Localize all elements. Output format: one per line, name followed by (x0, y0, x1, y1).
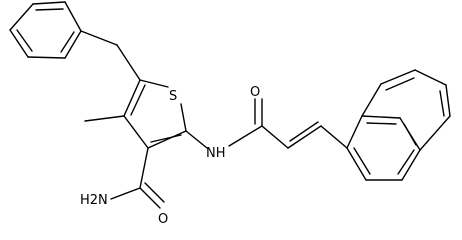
phenyl-ring (9, 1, 82, 59)
bond (346, 115, 363, 149)
bond (380, 69, 416, 85)
bond (139, 79, 169, 88)
double-bond-inner (397, 149, 415, 175)
bond (64, 30, 82, 59)
naphthalene-ring (346, 69, 451, 181)
bond (445, 84, 451, 117)
bond (361, 115, 401, 119)
bond (261, 125, 289, 149)
double-bond (139, 187, 161, 209)
bond (27, 56, 66, 59)
bond (419, 115, 451, 151)
double-bond-inner (35, 8, 64, 11)
bond (9, 3, 34, 31)
double-bond-inner (366, 122, 397, 125)
double-bond-inner (150, 134, 182, 143)
double-bond-inner (60, 31, 75, 53)
carboxamide-nitrogen-label: H2N (80, 193, 108, 208)
thiophene-ring (123, 79, 187, 149)
carboxamide-oxygen-label: O (158, 212, 168, 225)
double-bond-inner (130, 84, 146, 116)
double-bond (144, 182, 165, 203)
bond (9, 29, 29, 58)
bond (180, 103, 187, 132)
structure-diagram: S NH O O H2N (9, 1, 451, 225)
sulfur-atom-label: S (169, 89, 177, 104)
bond (147, 130, 187, 149)
bond (139, 147, 149, 189)
bond (123, 115, 149, 149)
double-bond-inner (385, 77, 415, 91)
bond (32, 1, 66, 5)
carbonyl-oxygen-label: O (250, 85, 260, 100)
bond (361, 83, 382, 117)
bond (320, 125, 348, 149)
bond (414, 69, 447, 86)
bond (228, 125, 263, 147)
bond (80, 30, 118, 46)
bond (116, 44, 141, 81)
double-bond-inner (439, 90, 445, 117)
double-bond-inner (16, 29, 33, 52)
bond (185, 130, 208, 149)
bond (401, 149, 421, 181)
bond (123, 79, 141, 117)
methyl-bond (84, 115, 125, 122)
double-bond-inner (353, 147, 371, 175)
bond (64, 1, 82, 32)
bond (346, 147, 367, 181)
double-bond-inner (289, 121, 319, 142)
bond (287, 125, 322, 149)
amide-nh-label: NH (206, 146, 226, 161)
double-bond-inner (403, 123, 417, 146)
bond (110, 187, 141, 200)
